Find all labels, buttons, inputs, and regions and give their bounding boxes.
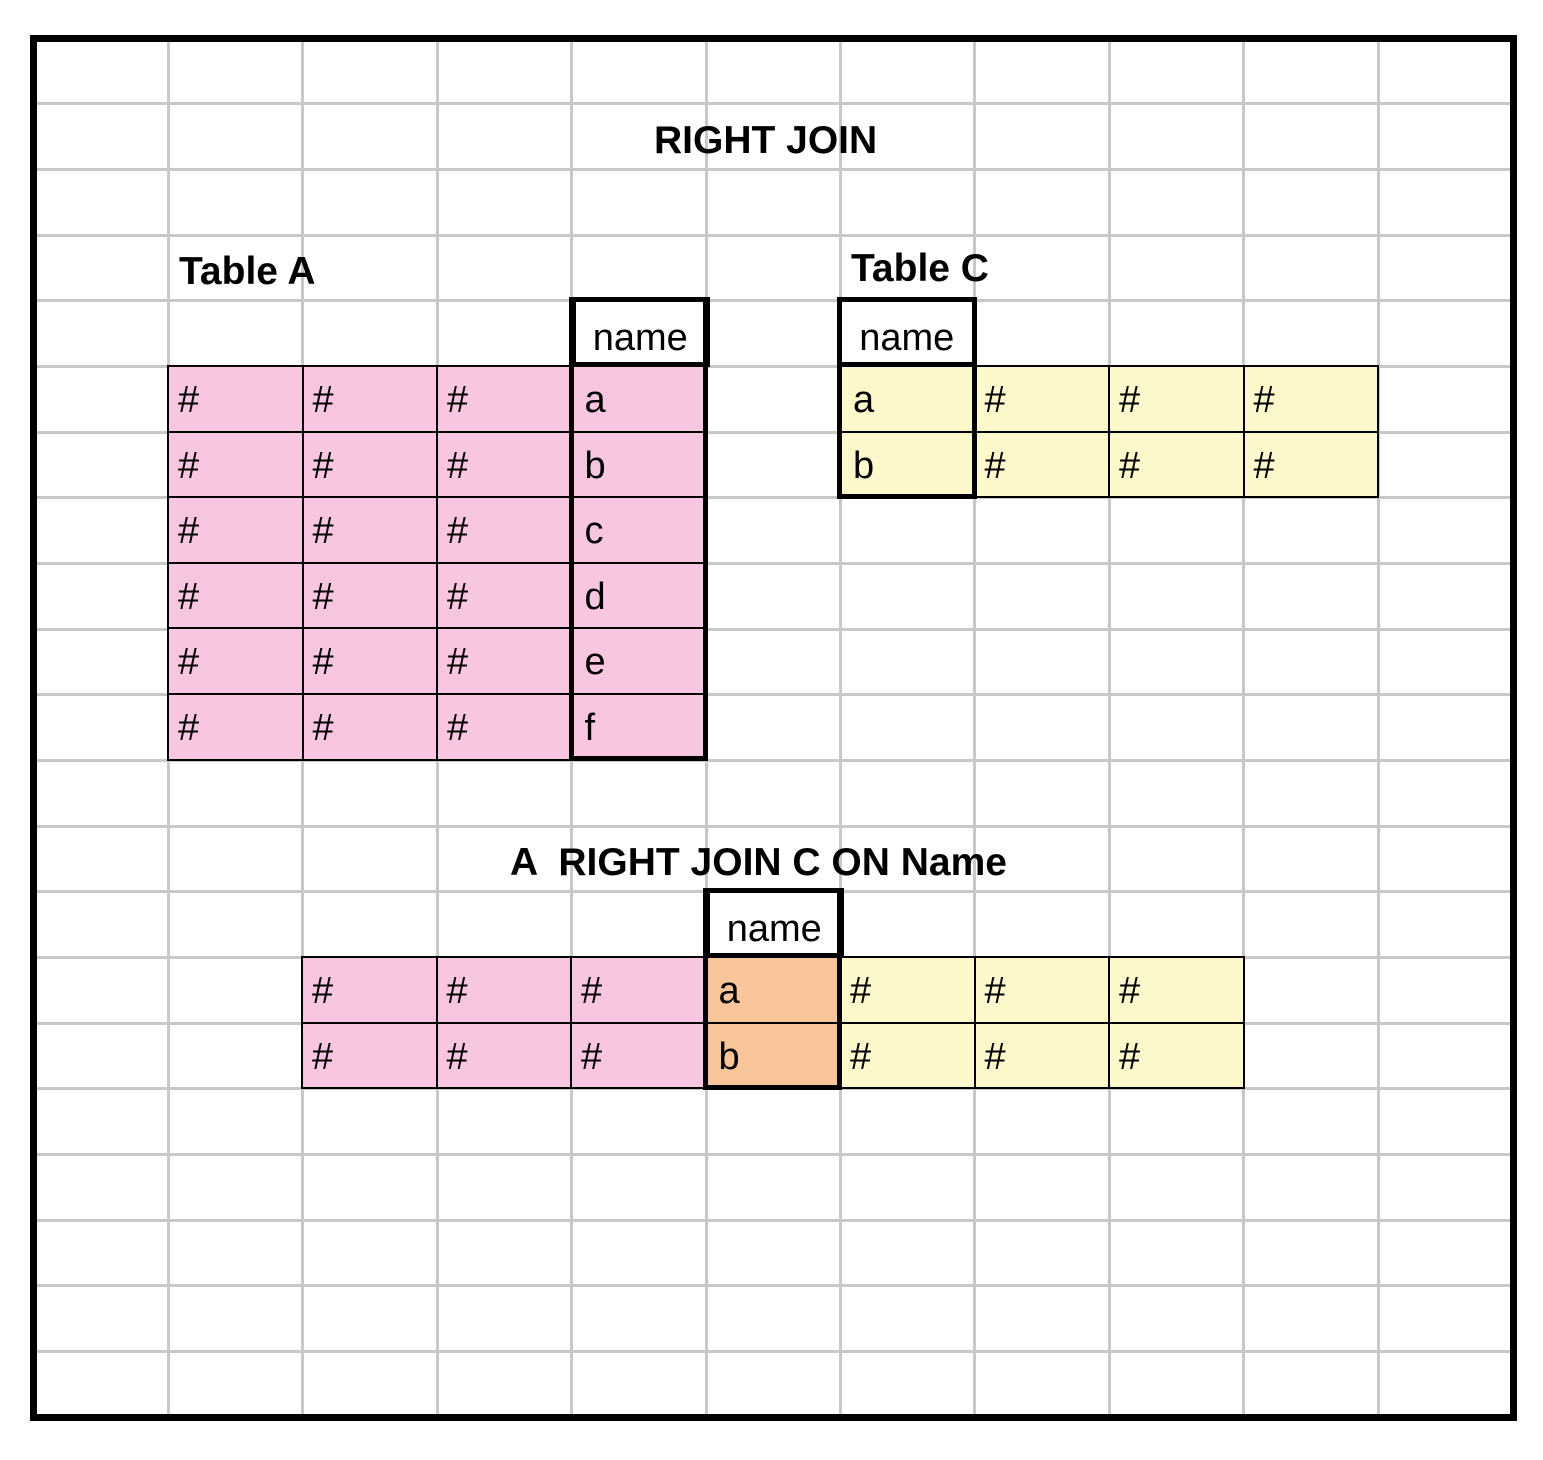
diagram-title: RIGHT JOIN <box>654 119 878 162</box>
table-a-name-cell: e <box>570 627 707 695</box>
result-left-cell: # <box>570 956 707 1024</box>
table-a-cell: # <box>301 561 438 630</box>
result-right-cell: # <box>839 1021 976 1090</box>
table-c-cell: # <box>1108 365 1245 433</box>
result-label: A RIGHT JOIN C ON Name <box>510 841 1007 884</box>
table-a-cell: # <box>436 627 573 695</box>
result-right-cell: # <box>839 956 976 1024</box>
table-a-cell: # <box>167 693 304 761</box>
table-c-label: Table C <box>851 247 989 290</box>
table-c-cell: # <box>1108 430 1245 499</box>
result-left-cell: # <box>301 1021 438 1090</box>
table-c-name-cell: b <box>839 430 976 499</box>
table-a-label: Table A <box>179 250 316 293</box>
table-a-name-cell: f <box>570 693 707 761</box>
table-c-name-header: name <box>837 297 977 367</box>
table-c-cell: # <box>1242 365 1379 433</box>
result-left-cell: # <box>301 956 438 1024</box>
table-a-cell: # <box>301 693 438 761</box>
table-a-cell: # <box>436 430 573 499</box>
table-a-cell: # <box>436 365 573 433</box>
result-right-cell: # <box>973 1021 1110 1090</box>
table-c-cell: # <box>973 430 1110 499</box>
result-name-cell: a <box>704 956 841 1024</box>
table-c-cell: # <box>1242 430 1379 499</box>
table-a-cell: # <box>301 627 438 695</box>
table-a-cell: # <box>436 496 573 564</box>
table-c-name-cell: a <box>839 365 976 433</box>
result-name-cell: b <box>704 1021 841 1090</box>
table-a-cell: # <box>436 561 573 630</box>
table-a-name-cell: a <box>570 365 707 433</box>
result-right-cell: # <box>1108 956 1245 1024</box>
diagram-frame <box>30 35 1517 1421</box>
table-a-name-cell: c <box>570 496 707 564</box>
table-a-cell: # <box>167 365 304 433</box>
table-a-cell: # <box>167 561 304 630</box>
table-a-cell: # <box>167 627 304 695</box>
result-right-cell: # <box>1108 1021 1245 1090</box>
table-a-cell: # <box>301 496 438 564</box>
table-a-cell: # <box>301 365 438 433</box>
table-a-name-cell: b <box>570 430 707 499</box>
result-right-cell: # <box>973 956 1110 1024</box>
result-left-cell: # <box>570 1021 707 1090</box>
table-a-cell: # <box>436 693 573 761</box>
result-left-cell: # <box>435 956 572 1024</box>
table-c-cell: # <box>973 365 1110 433</box>
result-left-cell: # <box>435 1021 572 1090</box>
table-a-name-cell: d <box>570 561 707 630</box>
table-a-name-header: name <box>570 297 710 367</box>
table-a-cell: # <box>167 430 304 499</box>
table-a-cell: # <box>167 496 304 564</box>
result-name-header: name <box>704 888 844 958</box>
table-a-cell: # <box>301 430 438 499</box>
